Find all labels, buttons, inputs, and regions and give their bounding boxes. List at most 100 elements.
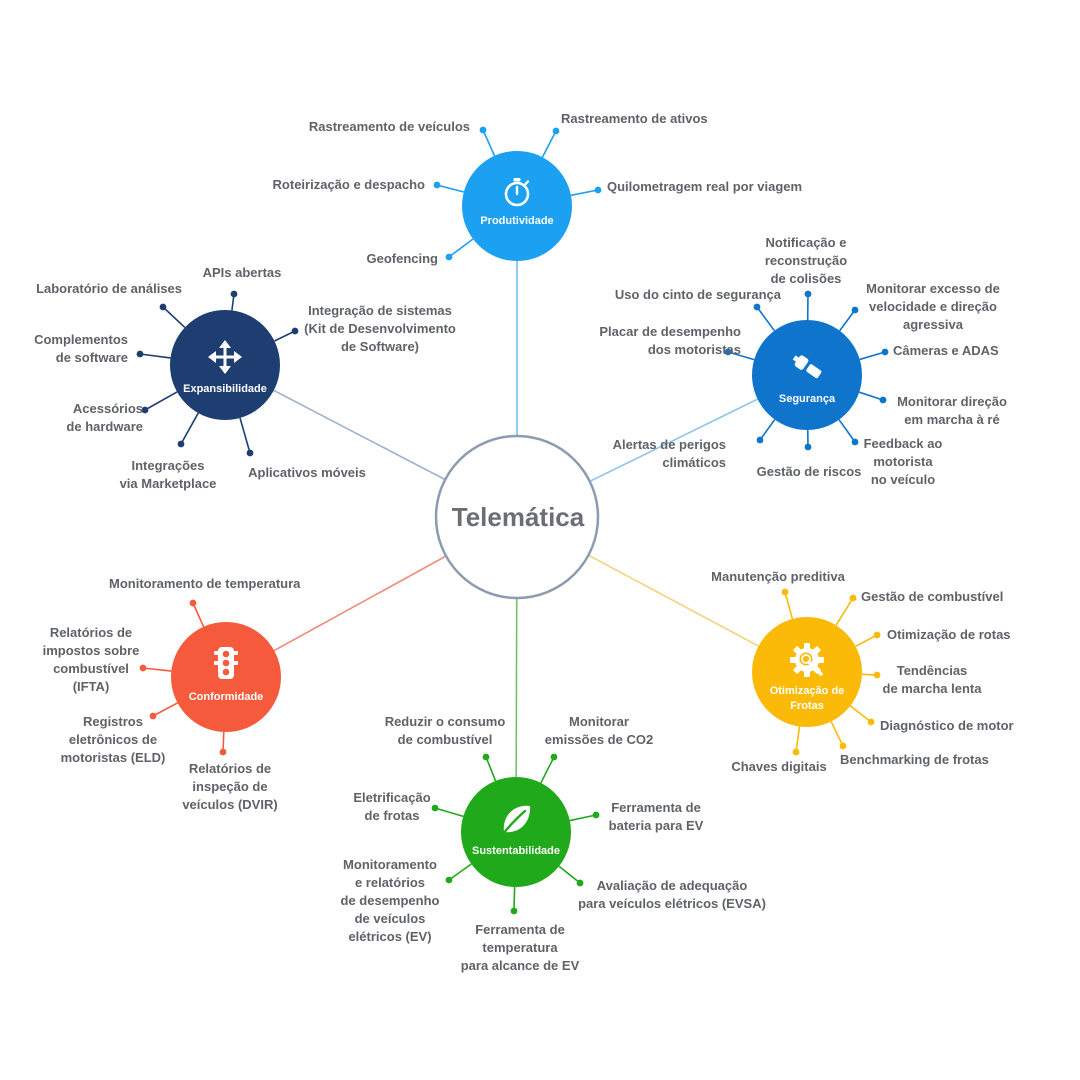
expansibilidade-node: Expansibilidade [170,310,280,420]
sustentabilidade-circle [461,777,571,887]
seguranca-node: Segurança [752,320,862,430]
seguranca-item-dot [851,306,859,314]
seguranca-item-label-line: em marcha à ré [904,412,999,427]
produtividade-item-dot [552,127,560,135]
produtividade-spoke [448,238,474,258]
expansibilidade-item-label-line: de hardware [66,419,143,434]
otimizacao-item-label-line: Gestão de combustível [861,589,1003,604]
expansibilidade-item-dot [230,290,238,298]
sustentabilidade-spoke [485,756,497,782]
produtividade-item-dot [594,186,602,194]
conformidade-item-label-line: Relatórios de [50,625,132,640]
conformidade-spoke [142,667,172,672]
sustentabilidade-label-line: Sustentabilidade [472,845,560,857]
conformidade-item-label-line: combustível [53,661,129,676]
sustentabilidade-item-label-line: Eletrificação [353,790,430,805]
expansibilidade-item-label: APIs abertas [203,265,282,280]
conformidade-item-label-line: motoristas (ELD) [61,750,166,765]
seguranca-item-label-line: Notificação e [766,235,847,250]
produtividade-spoke [541,130,557,158]
conformidade-spoke [192,602,205,628]
otimizacao-item-label-line: Otimização de rotas [887,627,1011,642]
seguranca-item-dot [879,396,887,404]
seguranca-item-label-line: velocidade e direção [869,299,997,314]
sustentabilidade-item-dot [482,753,490,761]
expansibilidade-item-dot [159,303,167,311]
sustentabilidade-item-label-line: Avaliação de adequação [597,878,748,893]
sustentabilidade-item-label-line: para alcance de EV [461,958,580,973]
expansibilidade-item-label-line: via Marketplace [120,476,217,491]
seguranca-item-dot [756,436,764,444]
expansibilidade-spoke [239,417,251,454]
expansibilidade-item-label: Aplicativos móveis [248,465,366,480]
expansibilidade-item-label-line: de Software) [341,339,419,354]
expansibilidade-item-dot [246,449,254,457]
seguranca-spoke [759,419,776,441]
expansibilidade-item-label-line: de software [56,350,128,365]
otimizacao-item-dot [873,631,881,639]
produtividade-item-label: Rastreamento de ativos [561,111,708,126]
sustentabilidade-item-label-line: Monitorar [569,714,629,729]
seguranca-item-label-line: motorista [873,454,933,469]
conformidade-item-label-line: Relatórios de [189,761,271,776]
seguranca-item-label-line: climáticos [662,455,726,470]
otimizacao-label-line: Frotas [790,700,824,712]
seguranca-item-label-line: de colisões [771,271,842,286]
produtividade-item-label-line: Rastreamento de veículos [309,119,470,134]
expansibilidade-spoke [274,330,296,342]
expansibilidade-spoke [162,306,186,329]
seguranca-item-label: Uso do cinto de segurança [615,287,782,302]
conformidade-item-dot [139,664,147,672]
conformidade-item-label-line: (IFTA) [73,679,110,694]
expansibilidade-item-label-line: Aplicativos móveis [248,465,366,480]
seguranca-item-dot [724,348,732,356]
expansibilidade-item-label: Integração de sistemas(Kit de Desenvolvi… [304,303,456,354]
seguranca-item-label-line: Placar de desempenho [599,324,741,339]
otimizacao-item-label-line: Manutenção preditiva [711,569,845,584]
arrows-expand-icon [208,340,242,374]
sustentabilidade-item-dot [431,804,439,812]
expansibilidade-item-label-line: Integração de sistemas [308,303,452,318]
sustentabilidade-item-dot [576,879,584,887]
seguranca-item-label-line: agressiva [903,317,964,332]
otimizacao-item-label: Manutenção preditiva [711,569,845,584]
conformidade-label-line: Conformidade [189,691,264,703]
produtividade-item-label: Rastreamento de veículos [309,119,470,134]
otimizacao-spoke [849,705,872,723]
otimizacao-item-dot [792,748,800,756]
produtividade-item-label: Roteirização e despacho [273,177,425,192]
seguranca-spoke [859,351,886,361]
sustentabilidade-item-label-line: de combustível [398,732,493,747]
seguranca-item-label-line: Alertas de perigos [613,437,726,452]
hub-circle [434,434,600,600]
sustentabilidade-item-label-line: de desempenho [341,893,440,908]
produtividade-item-dot [445,253,453,261]
sustentabilidade-item-dot [550,753,558,761]
seguranca-item-label-line: Gestão de riscos [757,464,862,479]
otimizacao-label-line: Otimização de [770,685,845,697]
seguranca-item-label-line: Feedback ao [864,436,943,451]
gear-search-icon [790,643,824,677]
produtividade-spoke [570,189,599,197]
item-labels: Rastreamento de veículos Rastreamento de … [34,111,1014,973]
produtividade-item-label-line: Quilometragem real por viagem [607,179,802,194]
seguranca-spoke [727,351,755,361]
sustentabilidade-item-label-line: Reduzir o consumo [385,714,506,729]
conformidade-node: Conformidade [171,622,281,732]
seguranca-spoke [839,309,856,332]
seguranca-label: Segurança [779,393,836,405]
produtividade-spoke [436,184,465,193]
otimizacao-item-label-line: Diagnóstico de motor [880,718,1014,733]
sustentabilidade-item-label-line: Ferramenta de [611,800,701,815]
conformidade-item-label-line: Monitoramento de temperatura [109,576,301,591]
otimizacao-item-label-line: Tendências [897,663,968,678]
sustentabilidade-spoke [569,814,597,822]
seguranca-spoke [858,391,884,401]
